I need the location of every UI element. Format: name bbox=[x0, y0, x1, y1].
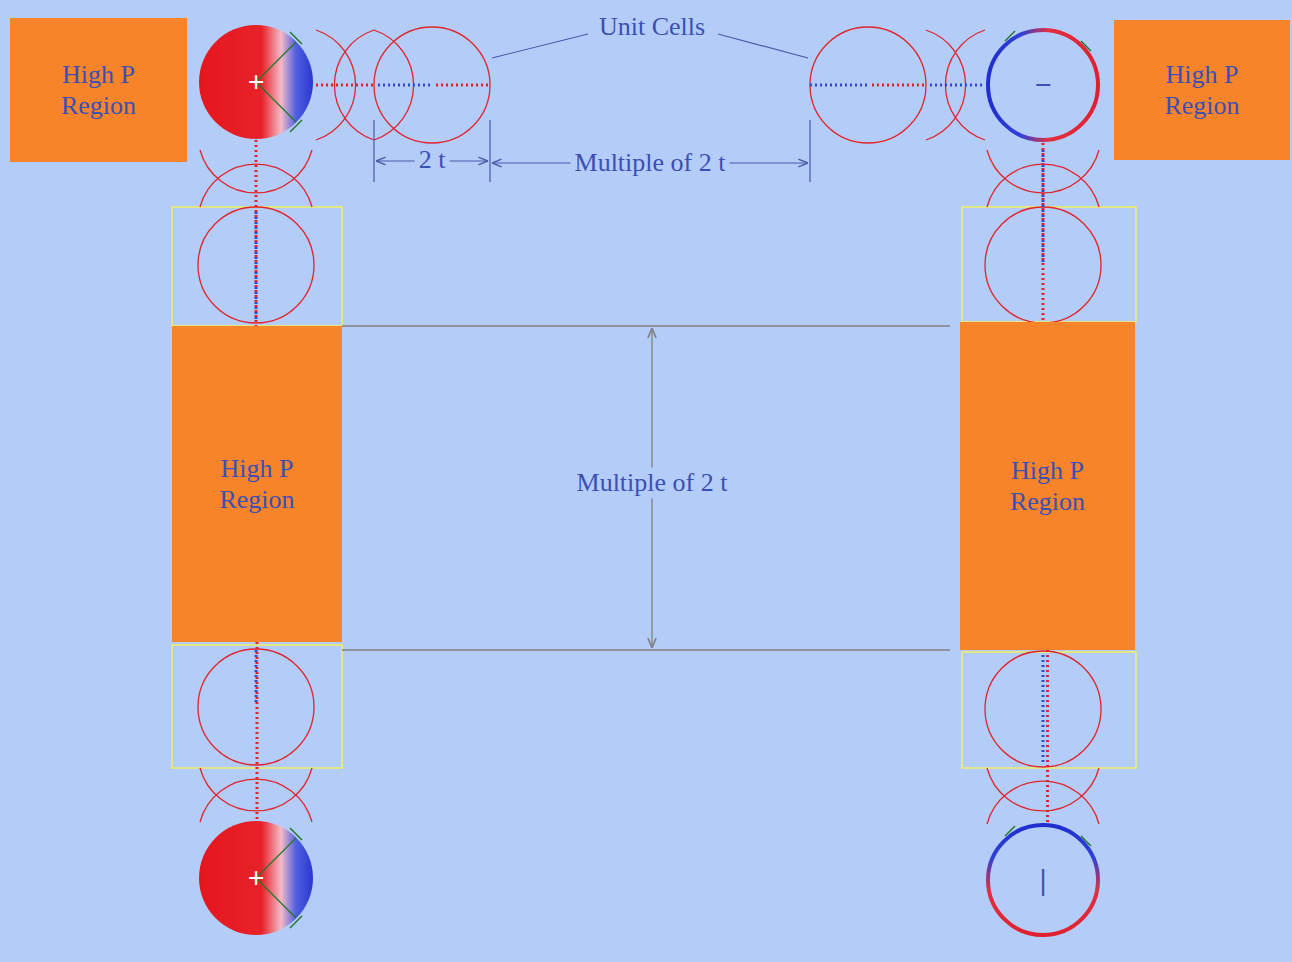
charge-sphere: + bbox=[198, 24, 314, 140]
high-pressure-region: High P Region bbox=[960, 322, 1135, 650]
field-line bbox=[256, 642, 259, 820]
dimension-label: Multiple of 2 t bbox=[571, 147, 730, 178]
field-line-dots bbox=[1042, 150, 1045, 262]
region-label: High P Region bbox=[202, 453, 312, 515]
charge-sphere: − bbox=[985, 27, 1101, 143]
field-line bbox=[255, 140, 258, 326]
charge-sign: + bbox=[247, 860, 264, 896]
region-label: High P Region bbox=[44, 59, 154, 121]
dimension-label: Multiple of 2 t bbox=[573, 467, 732, 498]
field-line-dots bbox=[1042, 655, 1045, 765]
dimension-label: 2 t bbox=[415, 144, 450, 175]
charge-sign: − bbox=[1034, 67, 1051, 103]
charge-sphere: + bbox=[198, 820, 314, 936]
region-label: High P Region bbox=[993, 455, 1103, 517]
field-line bbox=[1042, 143, 1045, 322]
field-line-dots bbox=[255, 650, 258, 705]
charge-sphere: | bbox=[985, 822, 1101, 938]
charge-sign: | bbox=[1040, 862, 1047, 898]
charge-sign: + bbox=[247, 64, 264, 100]
callout-label: Unit Cells bbox=[595, 11, 709, 42]
field-line bbox=[1046, 650, 1049, 822]
high-pressure-region: High P Region bbox=[10, 18, 187, 162]
high-pressure-region: High P Region bbox=[1114, 20, 1290, 160]
field-line-dots bbox=[255, 212, 258, 322]
region-label: High P Region bbox=[1147, 59, 1257, 121]
high-pressure-region: High P Region bbox=[172, 326, 342, 642]
